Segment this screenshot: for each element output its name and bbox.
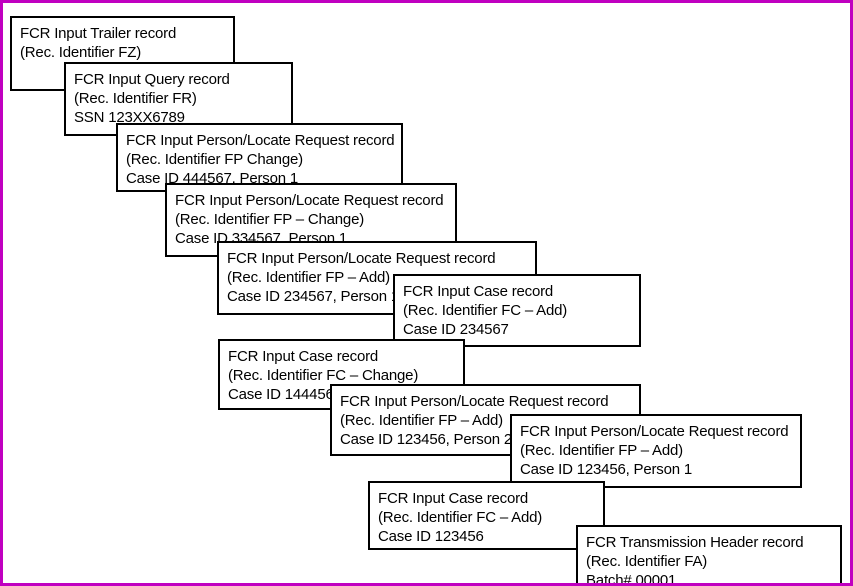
record-box-case-fc-add-234567: FCR Input Case record (Rec. Identifier F… <box>393 274 641 347</box>
record-identifier: (Rec. Identifier FP – Add) <box>520 442 683 459</box>
record-title: FCR Input Person/Locate Request record <box>126 132 395 149</box>
record-detail: Batch# 00001 <box>586 572 677 586</box>
record-identifier: (Rec. Identifier FC – Add) <box>403 302 568 319</box>
record-identifier: (Rec. Identifier FC – Add) <box>378 509 543 526</box>
record-box-transmission-header-fa: FCR Transmission Header record (Rec. Ide… <box>576 525 842 586</box>
record-title: FCR Input Person/Locate Request record <box>175 192 444 209</box>
record-identifier: (Rec. Identifier FC – Change) <box>228 367 419 384</box>
record-identifier: (Rec. Identifier FA) <box>586 553 708 570</box>
record-title: FCR Input Person/Locate Request record <box>340 393 609 410</box>
record-box-person-locate-fp-add-123456-p1: FCR Input Person/Locate Request record (… <box>510 414 802 488</box>
record-detail: Case ID 123456 <box>378 528 484 545</box>
record-title: FCR Input Case record <box>228 348 379 365</box>
record-identifier: (Rec. Identifier FZ) <box>20 44 142 61</box>
record-detail: Case ID 123456, Person 1 <box>520 461 692 478</box>
record-identifier: (Rec. Identifier FR) <box>74 90 197 107</box>
record-identifier: (Rec. Identifier FP – Change) <box>175 211 365 228</box>
record-title: FCR Input Case record <box>378 490 529 507</box>
record-title: FCR Input Person/Locate Request record <box>227 250 496 267</box>
record-box-person-locate-fp-change-444567: FCR Input Person/Locate Request record (… <box>116 123 403 192</box>
record-title: FCR Input Trailer record <box>20 25 177 42</box>
record-identifier: (Rec. Identifier FP Change) <box>126 151 303 168</box>
record-title: FCR Input Person/Locate Request record <box>520 423 789 440</box>
record-title: FCR Input Query record <box>74 71 230 88</box>
record-title: FCR Input Case record <box>403 283 554 300</box>
record-title: FCR Transmission Header record <box>586 534 804 551</box>
record-detail: Case ID 234567 <box>403 321 509 338</box>
record-box-case-fc-add-123456: FCR Input Case record (Rec. Identifier F… <box>368 481 605 550</box>
